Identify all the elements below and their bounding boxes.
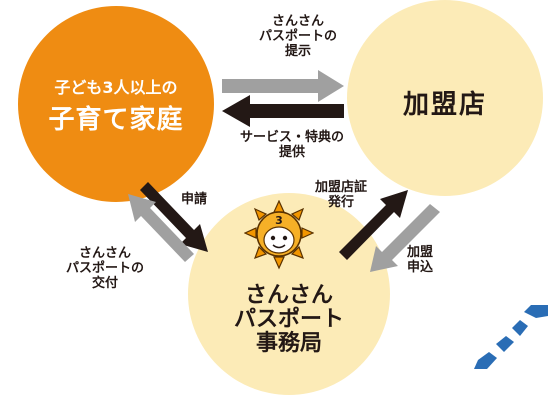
- label-deliver-line1: さんさん: [78, 246, 131, 261]
- label-provide-service-line1: サービス・特典の: [239, 130, 344, 145]
- family-circle: [18, 6, 214, 202]
- label-deliver-line2: パスポートの: [65, 261, 144, 276]
- arrow-apply: [140, 182, 208, 252]
- label-cert-line2: 発行: [327, 195, 354, 210]
- decorative-stroke: [474, 305, 548, 369]
- arrow-membership-apply: [370, 204, 440, 272]
- flow-arrows: [128, 70, 548, 369]
- label-present-passport: さんさん パスポートの 提示: [238, 14, 358, 59]
- label-membership-apply: 加盟 申込: [392, 245, 448, 275]
- label-deliver-passport: さんさん パスポートの 交付: [50, 246, 160, 291]
- label-provide-service-line2: 提供: [278, 145, 305, 160]
- arrow-deliver-passport: [128, 194, 194, 262]
- label-present-passport-line1: さんさん: [271, 14, 324, 29]
- arrow-issue-certificate: [339, 190, 408, 260]
- office-title-line2: パスポート: [233, 307, 344, 332]
- label-join-line1: 加盟: [406, 245, 433, 260]
- store-title: 加盟店: [402, 90, 487, 120]
- arrow-present-passport: [222, 70, 344, 102]
- office-title-line3: 事務局: [255, 331, 322, 356]
- label-cert-line1: 加盟店証: [314, 180, 367, 195]
- office-title-line1: さんさん: [244, 283, 333, 308]
- label-issue-certificate: 加盟店証 発行: [296, 180, 386, 210]
- family-subtitle: 子ども3人以上の: [54, 78, 178, 97]
- label-apply: 申請: [180, 192, 207, 207]
- family-title: 子育て家庭: [48, 105, 184, 135]
- store-circle: [347, 0, 543, 196]
- office-title: さんさん パスポート 事務局: [198, 284, 380, 356]
- mascot-number: 3: [275, 214, 283, 227]
- label-provide-service: サービス・特典の 提供: [222, 130, 362, 160]
- label-present-passport-line3: 提示: [284, 44, 311, 59]
- label-join-line2: 申込: [406, 260, 433, 275]
- sun-mascot-icon: 3: [244, 200, 314, 270]
- label-present-passport-line2: パスポートの: [258, 29, 337, 44]
- arrow-provide-service: [222, 95, 344, 127]
- label-deliver-line3: 交付: [91, 276, 118, 291]
